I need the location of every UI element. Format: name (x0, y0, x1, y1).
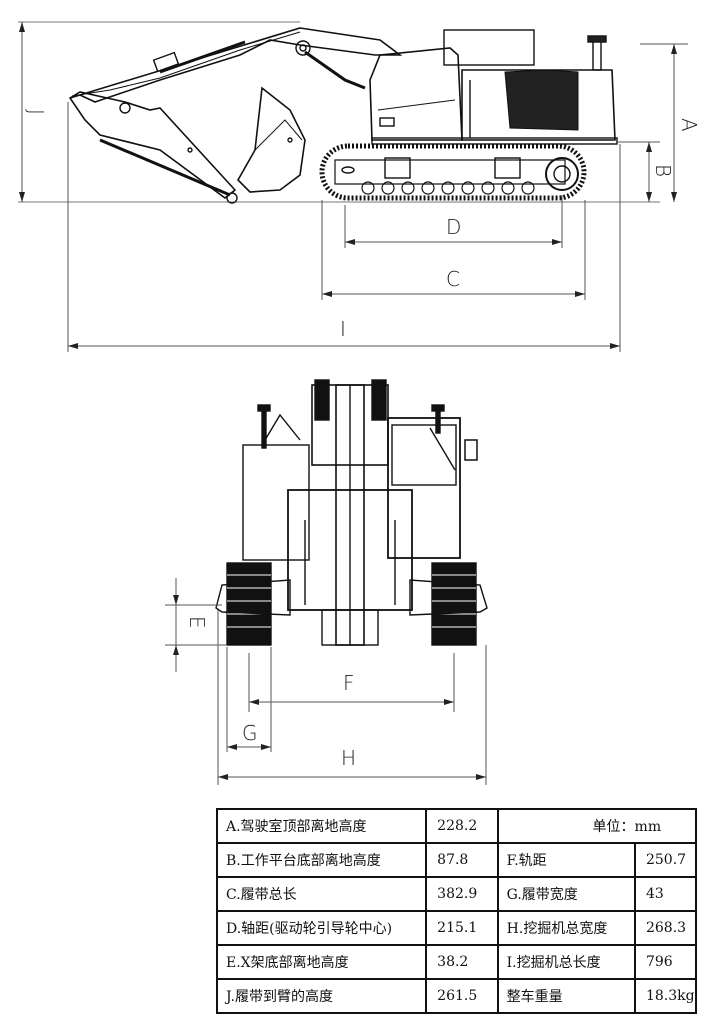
spec-label: J.履带到臂的高度 (215, 978, 428, 1014)
table-row: J.履带到臂的高度 261.5 整车重量 18.3kg (215, 978, 698, 1014)
dim-label-h: H (341, 746, 356, 770)
spec-value: 38.2 (425, 944, 499, 980)
dim-label-f: F (343, 671, 355, 695)
crawler-track (319, 143, 587, 201)
spec-value: 261.5 (425, 978, 499, 1014)
technical-drawing: J A B D C I (18, 21, 701, 785)
spec-value: 18.3kg (633, 978, 698, 1014)
dim-label-i: I (340, 317, 346, 341)
table-row: C.履带总长 382.9 G.履带宽度 43 (215, 876, 698, 912)
spec-label: A.驾驶室顶部离地高度 (215, 808, 428, 844)
spec-value: 43 (633, 876, 698, 912)
dim-label-b: B (651, 164, 675, 177)
spec-label: C.履带总长 (215, 876, 428, 912)
front-view (215, 379, 488, 646)
spec-label: H.挖掘机总宽度 (496, 910, 636, 946)
front-boom (311, 379, 389, 646)
dim-label-j: J (24, 109, 48, 115)
table-row: A.驾驶室顶部离地高度 228.2 单位：mm (215, 808, 698, 844)
dim-label-e: E (185, 616, 209, 629)
spec-label: 整车重量 (496, 978, 636, 1014)
arm (68, 91, 238, 204)
dim-label-a: A (677, 118, 701, 132)
spec-label: F.轨距 (496, 842, 636, 878)
spec-label: G.履带宽度 (496, 876, 636, 912)
spec-value: 796 (633, 944, 698, 980)
table-row: D.轴距(驱动轮引导轮中心) 215.1 H.挖掘机总宽度 268.3 (215, 910, 698, 946)
left-track (226, 562, 272, 646)
spec-label: I.挖掘机总长度 (496, 944, 636, 980)
spec-value: 250.7 (633, 842, 698, 878)
side-dimensions (19, 22, 688, 352)
front-dimensions (165, 578, 487, 785)
side-view (18, 21, 660, 204)
spec-value: 268.3 (633, 910, 698, 946)
bucket (237, 86, 306, 193)
spec-label: D.轴距(驱动轮引导轮中心) (215, 910, 428, 946)
spec-value: 215.1 (425, 910, 499, 946)
cab (369, 47, 463, 141)
spec-label: E.X架底部离地高度 (215, 944, 428, 980)
table-row: B.工作平台底部离地高度 87.8 F.轨距 250.7 (215, 842, 698, 878)
spec-value: 382.9 (425, 876, 499, 912)
dim-label-g: G (242, 721, 258, 745)
boom (69, 27, 403, 103)
spec-table: A.驾驶室顶部离地高度 228.2 单位：mm B.工作平台底部离地高度 87.… (215, 808, 698, 1014)
spec-value: 228.2 (425, 808, 499, 844)
spec-value: 87.8 (425, 842, 499, 878)
dim-label-d: D (446, 215, 461, 239)
table-row: E.X架底部离地高度 38.2 I.挖掘机总长度 796 (215, 944, 698, 980)
spec-label: B.工作平台底部离地高度 (215, 842, 428, 878)
dim-label-c: C (446, 267, 460, 291)
engine-housing (371, 29, 618, 145)
right-track (431, 562, 477, 646)
unit-label: 单位：mm (496, 808, 698, 844)
